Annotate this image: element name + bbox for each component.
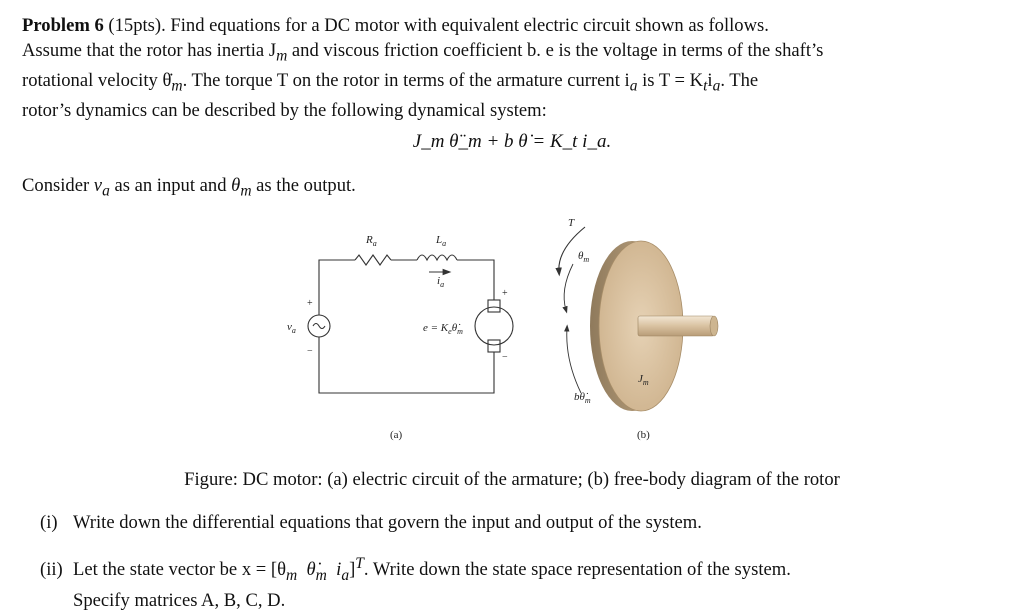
ac-symbol-icon: [313, 324, 325, 329]
motor-minus: −: [502, 352, 508, 363]
dc-motor-figure: Ra La ia va e = Keθ̇m + − + − (a) T θm J…: [0, 210, 1024, 460]
question-i: (i)Write down the differential equations…: [40, 511, 1000, 536]
consider-va: v: [94, 175, 102, 196]
problem-line3e: . The: [720, 70, 758, 91]
question-ii: (ii)Let the state vector be x = [θm θ̇m …: [40, 552, 1000, 613]
question-ii-text2: Write down the state space representatio…: [373, 559, 791, 580]
motor-brush-bottom: [488, 340, 500, 352]
label-va: va: [287, 321, 296, 335]
wire-top-left: [319, 260, 355, 310]
label-emf: e = Keθ̇m: [423, 322, 463, 336]
problem-points: (15pts).: [108, 15, 165, 36]
question-i-text: Write down the differential equations th…: [73, 512, 702, 533]
problem-line1: Find equations for a DC motor with equiv…: [170, 15, 769, 36]
source-plus: +: [307, 298, 313, 309]
question-ii-number: (ii): [40, 558, 73, 583]
figure-caption: Figure: DC motor: (a) electric circuit o…: [0, 469, 1024, 491]
label-ra: Ra: [365, 234, 377, 248]
inductor-la: [417, 255, 457, 260]
label-theta: θm: [578, 250, 589, 264]
problem-line2b: and viscous friction coefficient b. e is…: [287, 40, 823, 61]
resistor-ra: [355, 255, 391, 265]
motor-icon: [475, 307, 513, 345]
label-ia: ia: [437, 275, 444, 289]
question-ii-text1: Let the state vector be x = [θ: [73, 559, 286, 580]
problem-line4: rotor’s dynamics can be described by the…: [22, 100, 547, 121]
wire-bottom: [319, 342, 494, 393]
label-torque: T: [568, 217, 575, 229]
dynamics-equation: J_m θ̈_m + b θ̇ = K_t i_a.: [0, 131, 1024, 153]
motor-brush-top: [488, 300, 500, 312]
source-minus: −: [307, 346, 313, 357]
subfig-a-label: (a): [390, 429, 403, 441]
problem-line3: rotational velocity θ̇: [22, 70, 171, 91]
circuit-labels: Ra La ia va e = Keθ̇m + − + − (a): [287, 234, 508, 441]
problem-line2: Assume that the rotor has inertia J: [22, 40, 276, 61]
consider-theta: θ: [231, 175, 240, 196]
problem-line3c: is T = K: [637, 70, 703, 91]
question-i-number: (i): [40, 511, 73, 536]
consider-mid: as an input and: [110, 175, 231, 196]
question-ii-text3: Specify matrices A, B, C, D.: [40, 589, 1000, 613]
consider-pre: Consider: [22, 175, 94, 196]
consider-line: Consider va as an input and θm as the ou…: [22, 175, 356, 201]
problem-statement: Problem 6 (15pts). Find equations for a …: [22, 14, 1006, 124]
equation-text: J_m θ̈_m + b θ̇ = K_t i_a.: [413, 131, 611, 152]
label-btheta: bθ̇m: [574, 391, 591, 405]
wire-top-right: [457, 260, 494, 300]
label-la: La: [435, 234, 446, 248]
problem-line3b: . The torque T on the rotor in terms of …: [183, 70, 630, 91]
problem-label: Problem 6: [22, 15, 104, 36]
rotation-arrow-icon: [564, 264, 573, 310]
rotor-shaft: [638, 316, 714, 336]
motor-plus: +: [502, 288, 508, 299]
subfig-b-label: (b): [637, 429, 650, 441]
armature-circuit: [308, 255, 513, 393]
friction-arrow-icon: [567, 328, 581, 393]
consider-post: as the output.: [252, 175, 356, 196]
